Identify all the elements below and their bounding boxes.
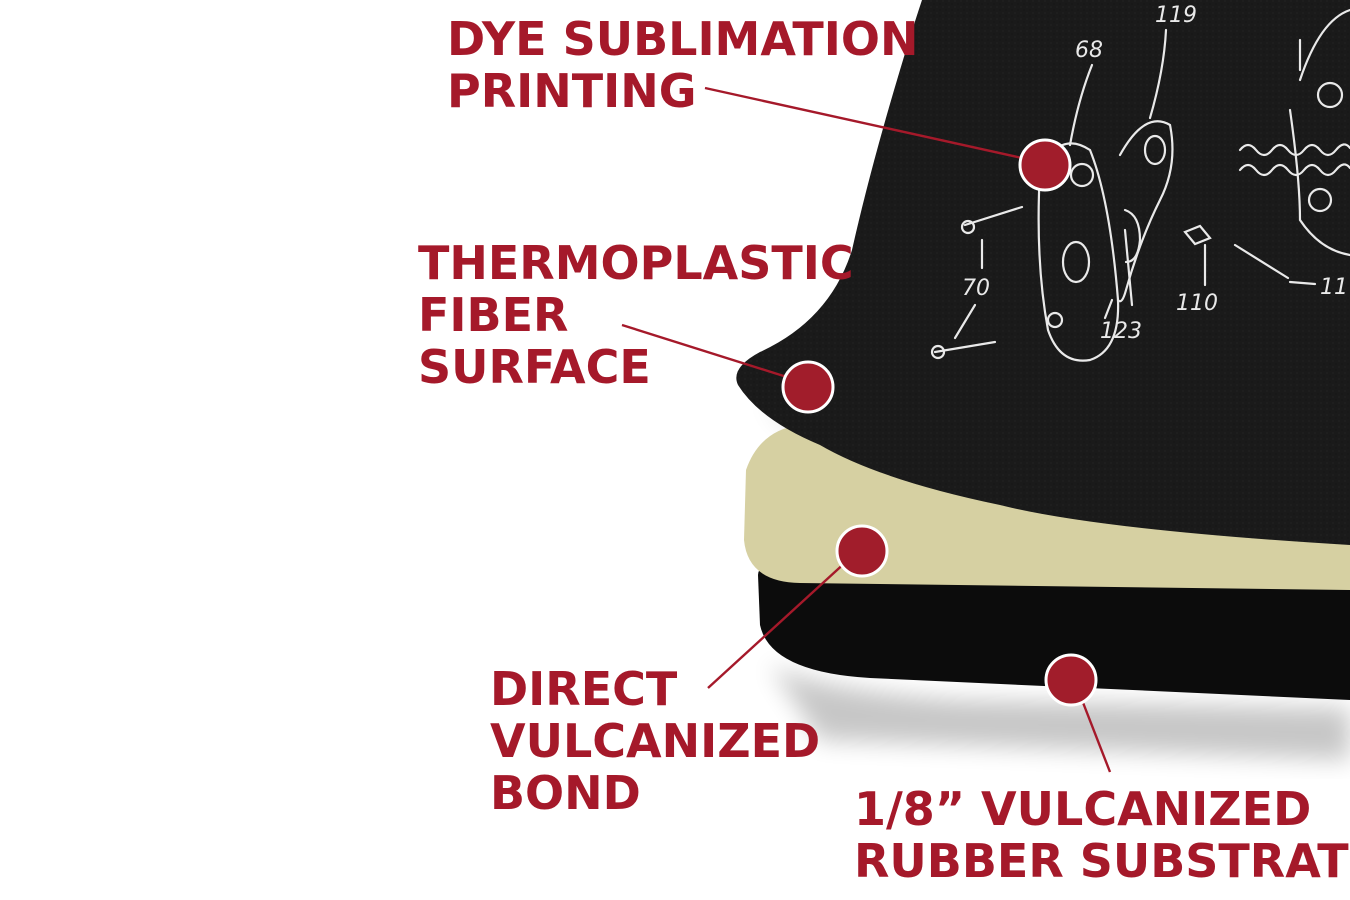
label-line: DYE SUBLIMATION: [447, 12, 919, 66]
housing-hole: [1316, 81, 1344, 109]
callout-dot-dye-sublimation: [1018, 138, 1072, 192]
leader-rubber-substrate: [1080, 699, 1112, 773]
part-number: 11: [1320, 275, 1348, 300]
housing-part: [1288, 108, 1350, 257]
surface-grain: [736, 0, 1350, 545]
label-rubber-substrate: 1/8” VULCANIZED RUBBER SUBSTRATE: [854, 786, 1350, 884]
part-leader: [1068, 63, 1094, 147]
part-number: 123: [1100, 319, 1142, 344]
part-leader: [953, 303, 977, 340]
part-leader: [1148, 28, 1168, 120]
rubber-substrate-layer: [758, 560, 1350, 700]
callout-leaders: [621, 86, 1112, 773]
patent-drawing: [930, 8, 1350, 362]
label-line: FIBER: [418, 288, 569, 342]
leader-vulcanized-bond: [707, 559, 849, 689]
plate-hole: [1069, 162, 1095, 188]
label-line: SURFACE: [418, 340, 651, 394]
callout-dot-thermoplastic: [781, 360, 835, 414]
plate-hole: [1061, 240, 1091, 284]
leader-dye-sublimation: [704, 86, 1023, 160]
part-number: 110: [1176, 291, 1218, 316]
label-line: DIRECT: [490, 662, 678, 716]
plate-part: [1116, 120, 1174, 303]
label-line: THERMOPLASTIC: [418, 236, 854, 290]
part-number: 119: [1155, 3, 1197, 28]
leader-thermoplastic: [621, 323, 791, 380]
label-line: 1/8” VULCANIZED: [854, 782, 1312, 836]
spring-part: [1238, 143, 1350, 157]
plate-part: [1037, 142, 1120, 362]
part-number: 70: [962, 276, 990, 301]
screw-part: [933, 340, 997, 354]
pin-part: [1233, 243, 1290, 280]
label-thermoplastic: THERMOPLASTIC FIBER SURFACE: [418, 240, 854, 390]
label-dye-sublimation: DYE SUBLIMATION PRINTING: [447, 16, 918, 114]
callout-dot-vulcanized-bond: [835, 524, 889, 578]
screw-head: [960, 219, 976, 235]
part-leader: [1123, 228, 1134, 307]
screw-part: [963, 205, 1024, 227]
part-leader: [1288, 280, 1317, 286]
spring-part: [1238, 163, 1350, 177]
callout-dot-rubber-substrate: [1044, 653, 1098, 707]
part-detail: [1123, 208, 1142, 264]
callout-dots: [781, 138, 1098, 707]
label-line: RUBBER SUBSTRATE: [854, 834, 1350, 888]
label-vulcanized-bond: DIRECT VULCANIZED BOND: [490, 666, 820, 816]
part-number: 68: [1075, 38, 1103, 63]
housing-part: [1298, 8, 1350, 82]
plate-hole: [1143, 134, 1167, 166]
plate-hole: [1046, 311, 1064, 329]
label-line: BOND: [490, 766, 641, 820]
label-line: VULCANIZED: [490, 714, 821, 768]
part-leader: [1103, 298, 1114, 320]
label-line: PRINTING: [447, 64, 697, 118]
rubber-shadow: [770, 665, 1350, 760]
screw-head: [930, 344, 946, 360]
housing-hole: [1307, 187, 1333, 213]
bracket-part: [1183, 224, 1212, 246]
